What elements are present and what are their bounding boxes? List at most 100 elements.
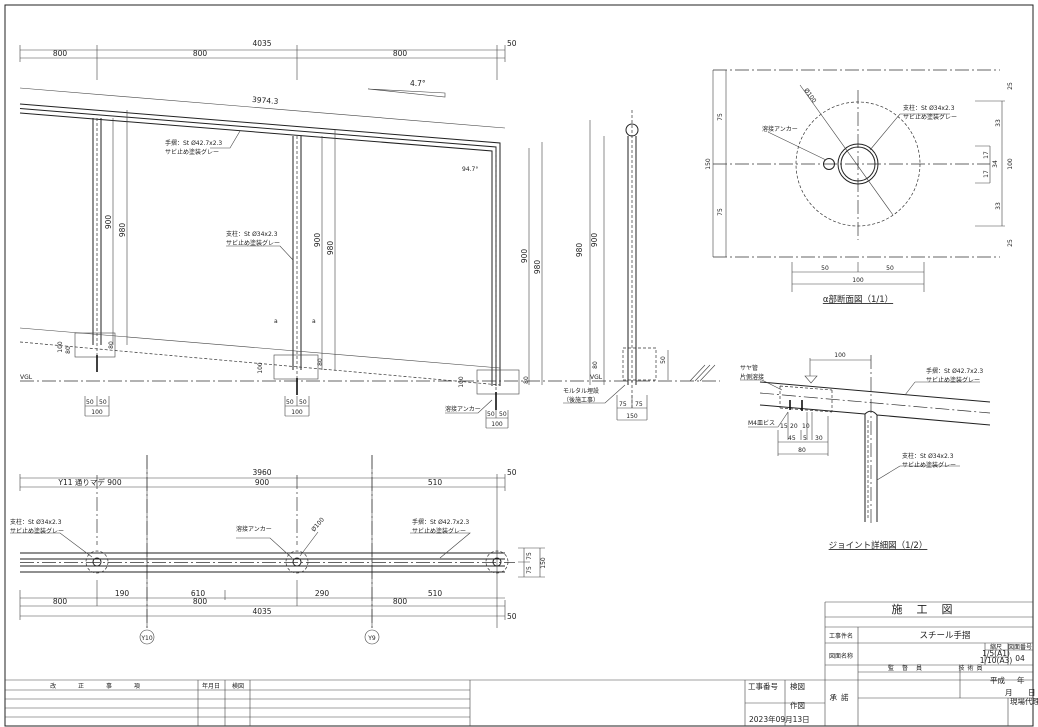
post-label: 支柱：St Ø34x2.3: [226, 230, 278, 238]
dim-50: 50: [86, 399, 94, 406]
joint-detail: 100 サヤ管 片側溶接 手摺：St Ø42.7x2.3 サビ止め塗装グレー 支…: [740, 352, 991, 551]
project-name: スチール手摺: [919, 630, 970, 641]
agent-label: 現場代理人: [1010, 696, 1038, 706]
dim: 75: [526, 552, 533, 560]
drawing-date: 2023年09月13日: [749, 714, 810, 724]
mortar-note: （後施工事）: [563, 396, 599, 404]
post-paint: サビ止め塗装グレー: [226, 239, 280, 247]
grid-marker: [139, 629, 155, 645]
dim-80: 80: [317, 358, 324, 366]
dim: 610: [191, 589, 206, 598]
revision-date-header: 年月日: [202, 682, 220, 690]
era-label: 平成: [990, 675, 1005, 685]
dim-100: 100: [57, 341, 64, 353]
dim-100: 100: [257, 362, 264, 374]
dim: 510: [428, 589, 443, 598]
joint-rail-label: 手摺：St Ø42.7x2.3: [926, 367, 983, 375]
dim-980: 980: [575, 243, 584, 258]
dim-100: 100: [491, 421, 503, 428]
revision-header: 改 正 事 項: [50, 682, 150, 690]
section-view: Ø100 溶接アンカー 支柱：St Ø34x2.3 サビ止め塗装グレー 75 1…: [705, 69, 1014, 305]
dim: 190: [115, 589, 130, 598]
sheet-border: [4, 4, 1034, 727]
grid-marker: [364, 629, 380, 645]
dim-900: 900: [313, 233, 322, 248]
dim-75: 75: [619, 401, 627, 408]
dim: 45: [788, 435, 796, 442]
slope-grade: [19, 327, 501, 369]
number-label: 図面番号: [1008, 644, 1032, 651]
plan-dim-total: 3960: [252, 468, 271, 477]
dim-900: 900: [520, 249, 529, 264]
section-anchor: 溶接アンカー: [762, 125, 798, 133]
sheet-title: 施工図: [892, 603, 967, 616]
post-section: [837, 143, 879, 185]
plan-dia: Ø100: [310, 516, 326, 533]
dim: 150: [540, 557, 547, 569]
title-block: 施工図 工事件名 スチール手摺 図面名称 縮尺 図面番号 1/5(A1) 1/1…: [744, 601, 1038, 726]
slope-angle: 4.7°: [410, 79, 426, 88]
month-label: 月: [1005, 688, 1013, 697]
supervisor-label: 監督員: [888, 664, 930, 672]
screw-label: M4皿ビス: [748, 419, 775, 427]
dim: 5: [803, 435, 807, 442]
dim: 15: [780, 423, 788, 430]
dim-80: 80: [65, 346, 72, 354]
year-label: 年: [1017, 675, 1025, 685]
dim-50: 50: [487, 411, 495, 418]
section-title: α部断面図（1/1）: [823, 294, 893, 305]
dim: 150: [705, 158, 712, 170]
dim: 33: [995, 202, 1002, 210]
mortar-label: モルタル埋設: [563, 387, 599, 395]
dim: 75: [526, 566, 533, 574]
dim: 10: [802, 423, 810, 430]
dim: 290: [315, 589, 330, 598]
plan-dim-span: Y11 通りマデ 900: [57, 477, 121, 487]
dim: 100: [1007, 158, 1014, 170]
dim-span: 800: [193, 49, 208, 58]
approval-label: 承諾: [830, 692, 853, 702]
dim-980: 980: [326, 241, 335, 256]
dim-100: 100: [91, 409, 103, 416]
drawing-label: 図面名称: [829, 652, 853, 660]
dim-150: 150: [626, 413, 638, 420]
dim-100: 100: [291, 409, 303, 416]
vgl-label: VGL: [590, 374, 603, 381]
dim-80: 80: [523, 376, 530, 384]
plan-rail-label: 手摺：St Ø42.7x2.3: [412, 518, 469, 526]
check-label: 検図: [790, 681, 805, 691]
section-mark: a: [274, 318, 278, 325]
plan-view: 3960 50 Y11 通りマデ 900 900 510 支柱：St Ø34x2…: [10, 455, 547, 645]
dim: 34: [992, 160, 999, 168]
dim-span: 800: [53, 49, 68, 58]
revision-table: 改 正 事 項 年月日 検図: [5, 679, 1033, 726]
plan-post-label: 支柱：St Ø34x2.3: [10, 518, 62, 526]
dim-50: 50: [99, 399, 107, 406]
scale-label: 縮尺: [990, 643, 1002, 651]
drawing-number: 04: [1015, 654, 1025, 663]
dim-980: 980: [118, 223, 127, 238]
dim: 50: [507, 612, 517, 621]
dim-80: 80: [108, 341, 115, 349]
revision-check-header: 検図: [232, 682, 244, 690]
dim: 50: [886, 265, 894, 272]
dim: 75: [717, 208, 724, 216]
joint-post-paint: サビ止め塗装グレー: [902, 461, 956, 469]
project-label: 工事件名: [829, 632, 853, 640]
plan-dim-end: 50: [507, 468, 517, 477]
plan-handrail: [20, 552, 505, 573]
plan-rail-paint: サビ止め塗装グレー: [412, 527, 466, 535]
dim-50: 50: [660, 356, 667, 364]
engineer-label: 技術員: [958, 664, 985, 672]
section-post-paint: サビ止め塗装グレー: [903, 113, 957, 121]
dim-100: 100: [458, 376, 465, 388]
scale-2: 1/10(A3): [980, 656, 1013, 665]
dim-50: 50: [299, 399, 307, 406]
grid-label: Y9: [367, 635, 376, 642]
rail-label: 手摺：St Ø42.7x2.3: [165, 139, 222, 147]
dim: 17: [983, 151, 990, 159]
dim: 25: [1007, 82, 1014, 90]
vgl-label: VGL: [20, 374, 33, 381]
dim: 800: [393, 597, 408, 606]
